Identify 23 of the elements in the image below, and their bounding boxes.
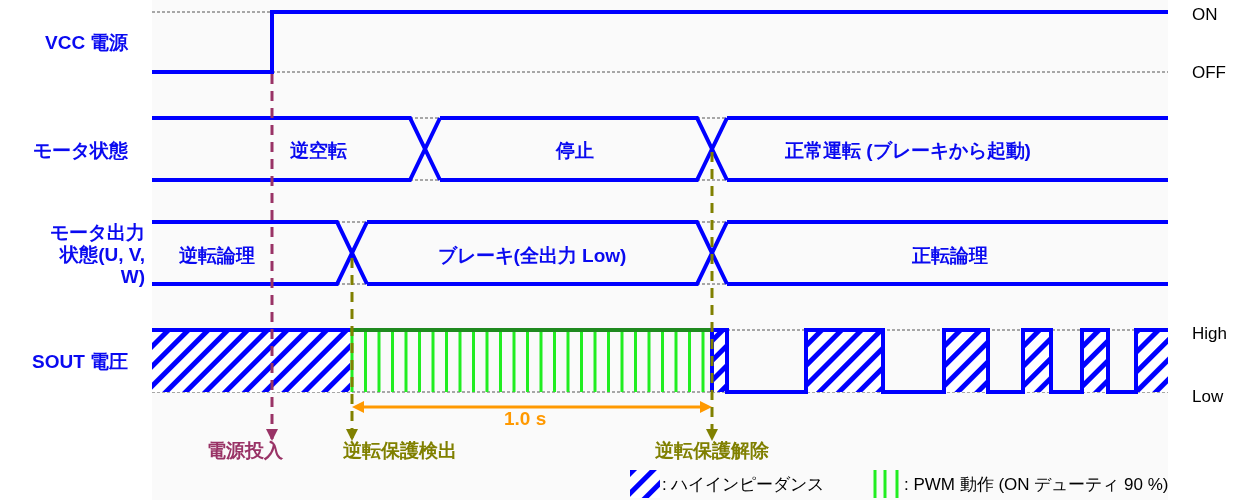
state-label: 逆空転 — [289, 140, 347, 162]
row-label: モータ出力状態(U, V, W) — [49, 222, 145, 288]
state-label: 逆転論理 — [179, 245, 255, 267]
row-label: SOUT 電圧 — [32, 351, 129, 373]
dashed-arrow — [266, 74, 278, 441]
level-label: OFF — [1192, 63, 1226, 83]
dashed-arrow — [346, 258, 358, 441]
level-label: Low — [1192, 387, 1224, 407]
event-label: 逆転保護検出 — [343, 440, 457, 462]
dashed-arrow — [706, 152, 718, 441]
event-label: 逆転保護解除 — [655, 440, 769, 462]
state-label: 停止 — [556, 140, 594, 162]
level-label: High — [1192, 324, 1227, 344]
row-label: VCC 電源 — [45, 32, 129, 54]
event-label: 電源投入 — [207, 440, 283, 462]
legend-label: : PWM 動作 (ON デューティ 90 %) — [904, 475, 1169, 495]
state-label: 正常運転 (ブレーキから起動) — [785, 140, 1031, 162]
state-label: 正転論理 — [912, 245, 988, 267]
dimension-label: 1.0 s — [504, 408, 547, 430]
row-label: モータ状態 — [33, 140, 128, 162]
legend-label: : ハイインピーダンス — [662, 475, 825, 495]
level-label: ON — [1192, 5, 1218, 25]
state-label: ブレーキ(全出力 Low) — [437, 245, 627, 267]
